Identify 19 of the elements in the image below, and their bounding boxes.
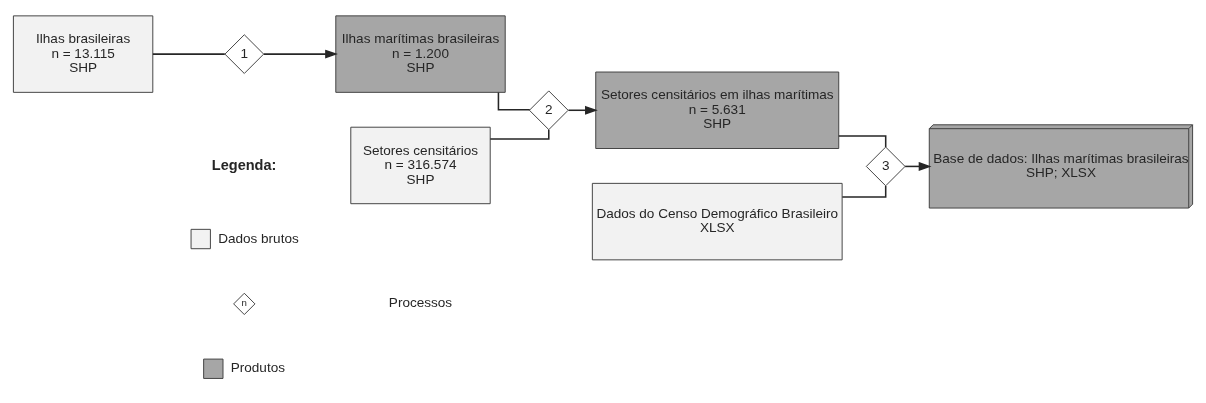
node-diamond: 1 (224, 33, 265, 74)
node-box: Dados do Censo Demográfico Brasileiro XLSX (591, 182, 843, 260)
legend-label: Processos (388, 294, 453, 310)
connector (838, 134, 887, 148)
node-box: Ilhas marítimas brasileiras n = 1.200 SHP (335, 14, 506, 93)
legend-label: Dados brutos (218, 230, 299, 246)
label: n (241, 296, 247, 308)
arrow (263, 49, 338, 59)
node-diamond: 2 (528, 89, 569, 130)
connector (841, 184, 887, 198)
legend-label: Produtos (230, 359, 285, 375)
node-diamond: 3 (865, 146, 906, 186)
label: Legenda: (211, 156, 277, 173)
node-box: Setores censitários n = 316.574 SHP (350, 126, 491, 204)
node-box: Ilhas brasileiras n = 13.115 SHP (12, 14, 154, 93)
connector (152, 52, 226, 55)
arrow (567, 105, 598, 115)
node-box: Setores censitários em ilhas marítimas n = 5.631 SHP (595, 71, 840, 149)
connector (489, 128, 550, 140)
